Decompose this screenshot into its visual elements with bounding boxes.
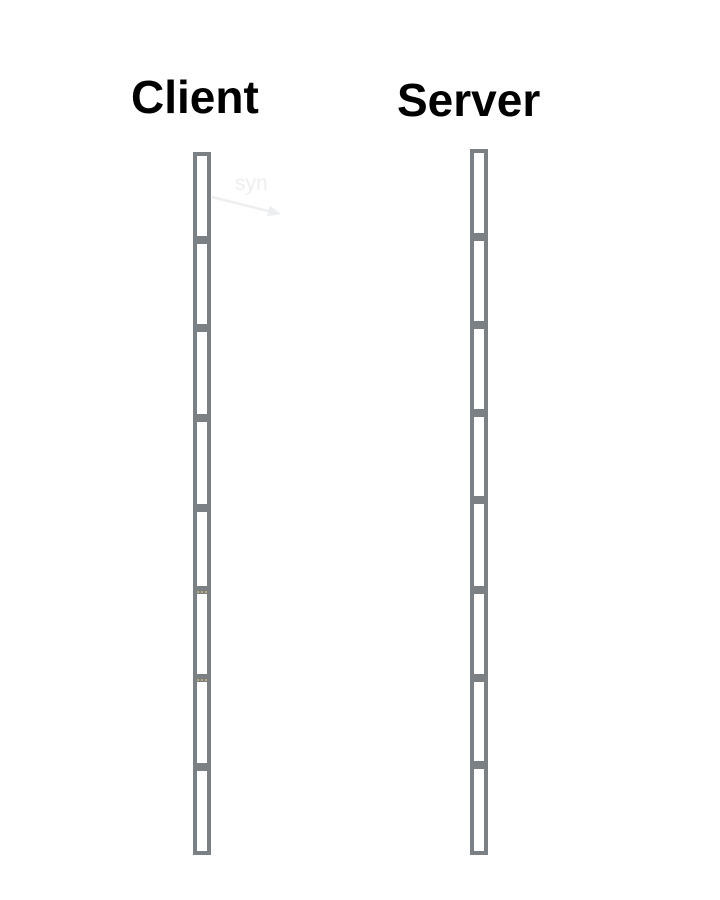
lifeline-segment[interactable]: [193, 767, 211, 855]
lifeline-segment[interactable]: [470, 149, 488, 237]
lifeline-segment[interactable]: [193, 328, 211, 418]
lifeline-segment[interactable]: [470, 765, 488, 855]
message-arrow-syn: [211, 195, 281, 217]
segment-tick-accent: [197, 591, 207, 593]
lifeline-segment[interactable]: [193, 152, 211, 240]
message-label-syn: syn: [235, 172, 268, 195]
column-title-server: Server: [397, 74, 541, 126]
lifeline-segment[interactable]: [470, 413, 488, 500]
lifeline-segment[interactable]: [470, 237, 488, 325]
lifeline-segment[interactable]: [470, 590, 488, 678]
lifeline-segment[interactable]: [470, 678, 488, 765]
lifeline-segment[interactable]: [193, 678, 211, 767]
lifeline-segment[interactable]: [470, 325, 488, 413]
segment-tick-accent: [197, 679, 207, 681]
column-title-client: Client: [131, 71, 259, 123]
lifeline-segment[interactable]: [193, 590, 211, 678]
lifeline-segment[interactable]: [193, 508, 211, 590]
lifeline-segment[interactable]: [470, 500, 488, 590]
lifeline-segment[interactable]: [193, 418, 211, 508]
lifeline-segment[interactable]: [193, 240, 211, 328]
